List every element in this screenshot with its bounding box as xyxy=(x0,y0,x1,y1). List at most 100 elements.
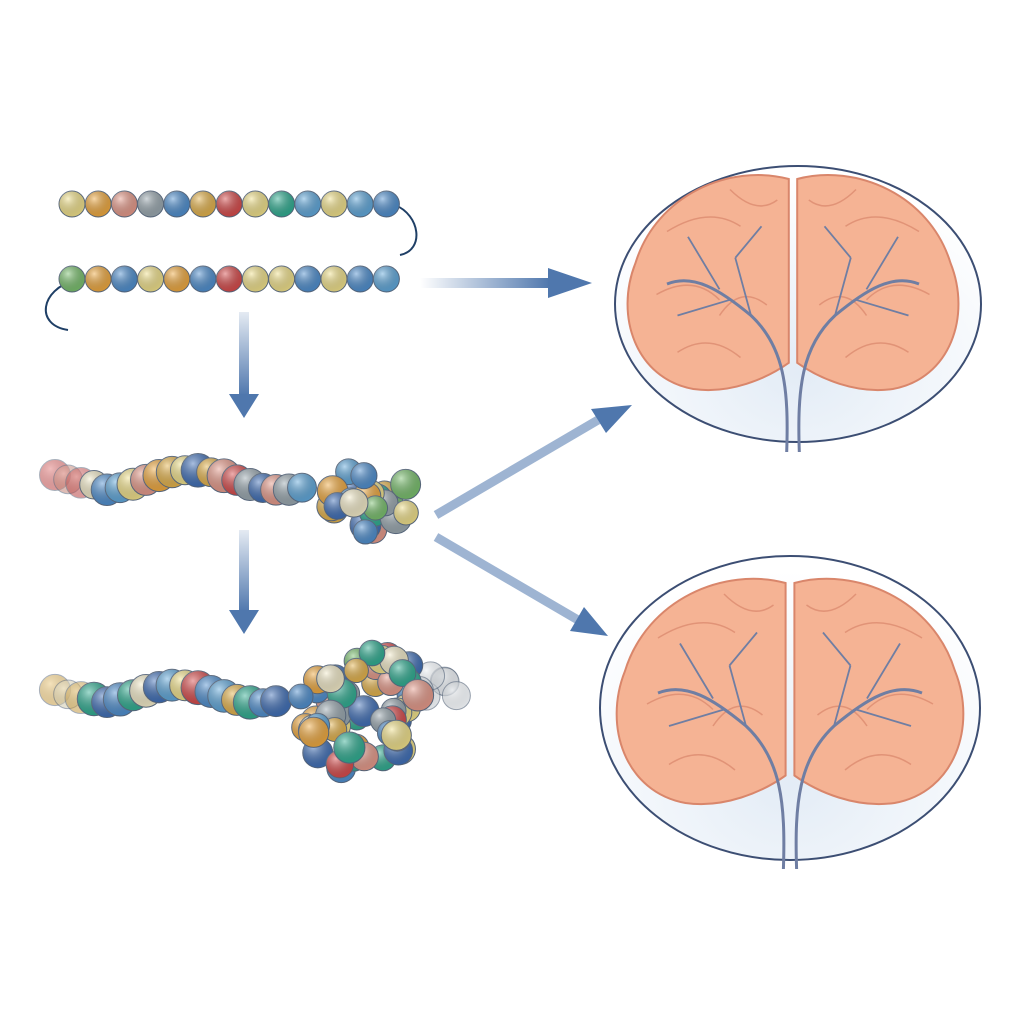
brain-gyrus xyxy=(865,284,930,301)
bead-shading xyxy=(442,681,471,710)
bead-shading xyxy=(333,731,365,764)
brain-vessel-branch xyxy=(668,708,725,727)
brain-vessel-branch xyxy=(728,631,758,667)
brain-vessel-branch xyxy=(834,257,852,316)
brain-panel-bottom xyxy=(599,555,981,870)
brain-vessel-branch xyxy=(679,643,714,699)
brain-vessel xyxy=(797,279,920,453)
bead-shading xyxy=(59,191,85,217)
brain-vessel-branch xyxy=(855,298,909,317)
arrow-icon xyxy=(433,405,632,519)
brain-gyrus xyxy=(718,295,768,316)
bead-shading xyxy=(321,191,347,217)
bead-shading xyxy=(137,266,164,292)
brain-vessel-branch xyxy=(687,236,721,290)
brain-vessel-branch xyxy=(855,708,912,727)
brain-vessel-branch xyxy=(677,298,731,317)
brain-gyrus xyxy=(668,753,736,771)
brain-vessel-branch xyxy=(866,643,901,699)
bead-shading xyxy=(390,469,421,500)
bead-shading xyxy=(85,266,112,292)
bead-shading xyxy=(298,717,329,748)
bead-shading xyxy=(111,191,138,217)
brain-right-hemisphere xyxy=(796,174,960,391)
unfolded-protein-chain-top xyxy=(58,190,400,218)
bead-shading xyxy=(381,720,412,751)
brain-gyrus xyxy=(656,284,721,301)
brain-vessel xyxy=(657,688,786,870)
bead-shading xyxy=(137,191,164,217)
brain-right-hemisphere xyxy=(793,577,965,805)
brain-gyrus xyxy=(817,705,868,727)
brain-icon xyxy=(626,174,960,453)
bead-shading xyxy=(350,462,377,489)
bead-shading xyxy=(363,495,388,521)
bead-shading xyxy=(163,266,190,292)
brain-vessel xyxy=(794,688,923,870)
bead-shading xyxy=(288,684,314,709)
arrow-icon xyxy=(420,268,592,298)
brain-gyrus xyxy=(666,216,741,233)
brain-gyrus xyxy=(646,693,714,711)
bead-shading xyxy=(402,679,434,711)
brain-left-hemisphere xyxy=(626,174,790,391)
bead-shading xyxy=(316,664,345,693)
brain-gyrus xyxy=(845,216,920,233)
brain-left-hemisphere xyxy=(615,577,787,805)
bead-shading xyxy=(321,266,347,292)
bead-shading xyxy=(294,266,321,292)
brain-gyrus xyxy=(844,622,923,639)
bead-shading xyxy=(359,640,385,666)
bead-shading xyxy=(190,266,216,292)
brain-gyrus xyxy=(723,593,774,612)
misfolded-protein-chain xyxy=(39,452,422,545)
bead-shading xyxy=(389,659,417,687)
bead-shading xyxy=(268,266,295,292)
arrow-icon xyxy=(433,533,608,636)
brain-vessel-branch xyxy=(823,225,852,259)
bead-shading xyxy=(216,191,243,217)
brain-vessel-branch xyxy=(822,631,852,667)
brain-vessel-branch xyxy=(865,236,899,290)
bead-shading xyxy=(242,191,269,217)
bead-shading xyxy=(393,500,419,525)
aggregated-protein-chain xyxy=(38,639,471,784)
bead-shading xyxy=(294,191,321,217)
brain-gyrus xyxy=(866,693,934,711)
brain-vessel-branch xyxy=(734,257,752,316)
brain-icon xyxy=(615,577,965,870)
bead-shading xyxy=(373,266,400,292)
arrow-icon xyxy=(229,312,259,418)
bead-shading xyxy=(347,191,374,217)
bead-shading xyxy=(373,191,400,217)
top-chain-tail xyxy=(394,204,418,256)
bead-shading xyxy=(163,191,190,217)
brain-vessel xyxy=(666,279,789,453)
brain-gyrus xyxy=(677,342,741,359)
brain-vessel-branch xyxy=(728,665,747,727)
bead-shading xyxy=(353,519,378,544)
unfolded-protein-chain-middle xyxy=(58,265,400,293)
bead-shading xyxy=(242,266,269,292)
bead-shading xyxy=(339,488,368,518)
brain-gyrus xyxy=(808,188,857,207)
brain-gyrus xyxy=(845,342,909,359)
bead-shading xyxy=(85,191,112,217)
bead-shading xyxy=(111,266,138,292)
bead-shading xyxy=(59,266,85,292)
brain-panel-top xyxy=(614,165,982,453)
bead-shading xyxy=(344,658,369,683)
brain-gyrus xyxy=(818,295,868,316)
bead-shading xyxy=(190,191,216,217)
bead-shading xyxy=(216,266,243,292)
bead-shading xyxy=(268,191,295,217)
brain-gyrus xyxy=(712,705,763,727)
brain-vessel-branch xyxy=(833,665,852,727)
brain-gyrus xyxy=(657,622,736,639)
brain-gyrus xyxy=(844,753,912,771)
brain-gyrus xyxy=(806,593,857,612)
arrow-icon xyxy=(229,530,259,634)
bead-shading xyxy=(260,685,292,717)
brain-vessel-branch xyxy=(734,225,763,259)
